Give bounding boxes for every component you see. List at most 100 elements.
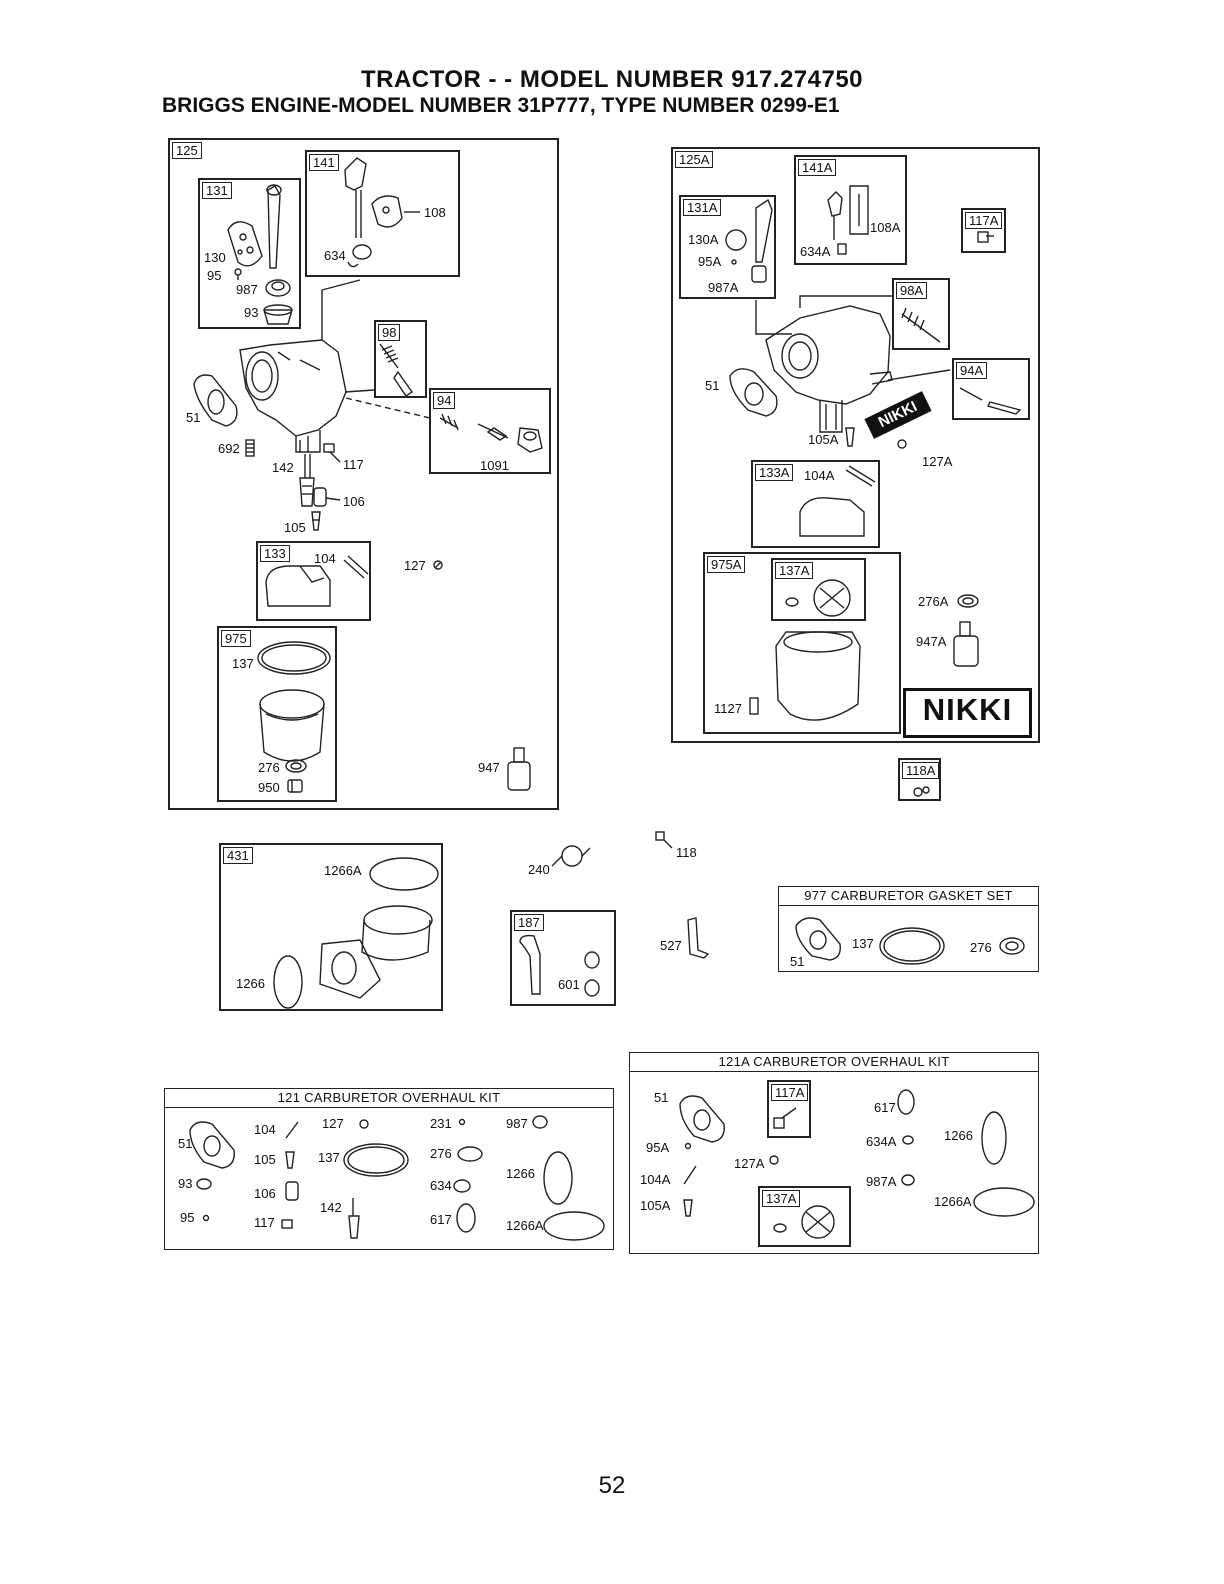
part-label: 127 <box>322 1116 344 1131</box>
part-label: 1127 <box>714 701 742 716</box>
part-label: 947A <box>916 634 947 649</box>
nozzle-142-icon <box>299 454 315 507</box>
bolt-950-icon <box>287 779 303 793</box>
kit-a-seal-634A-icon <box>902 1135 914 1145</box>
kit-gasket-51-icon <box>189 1121 235 1169</box>
group-98-box: 98 <box>374 320 427 398</box>
part-label: 95A <box>698 254 722 269</box>
part-label: 634 <box>324 248 346 263</box>
bracket-527-icon <box>687 917 710 959</box>
part-label: 1266A <box>324 863 362 878</box>
carburetor-body-right-icon <box>755 295 951 433</box>
kit-screw-95-icon <box>202 1214 210 1222</box>
kit-a-screw-95A-icon <box>684 1142 692 1150</box>
part-label: 1091 <box>480 458 509 473</box>
valve-105A-icon <box>845 427 855 447</box>
part-label: 231 <box>430 1116 452 1131</box>
gasket-51A-icon <box>729 368 778 417</box>
part-label: 142 <box>272 460 294 475</box>
gasket-137-icon <box>257 641 331 675</box>
kit-a-screw-127A-icon <box>769 1155 779 1165</box>
group-label: 98A <box>896 282 928 299</box>
gasket-set-137-icon <box>879 927 945 965</box>
float-133-icon <box>265 565 331 607</box>
pin-104A-icon <box>845 465 876 487</box>
overhaul-kit-121-title: 121 CARBURETOR OVERHAUL KIT <box>165 1089 613 1108</box>
throttle-shaft-131-icon <box>266 184 282 269</box>
group-133A-box: 133A <box>751 460 880 548</box>
group-label: 133A <box>755 464 794 481</box>
group-label: 131A <box>683 199 722 216</box>
group-94-box: 94 <box>429 388 551 474</box>
pin-104-icon <box>343 555 369 579</box>
kit-pin-104-icon <box>285 1121 299 1139</box>
part-label: 617 <box>430 1212 452 1227</box>
screw-127A-icon <box>897 439 907 449</box>
part-label: 137 <box>232 656 254 671</box>
seal-634A-icon <box>837 243 847 255</box>
kit-screw-127-icon <box>359 1119 369 1129</box>
group-label: 117A <box>771 1084 809 1101</box>
throttle-shaft-131A-icon <box>755 198 773 263</box>
float-133A-icon <box>799 497 865 537</box>
seal-137A-icon <box>785 579 851 617</box>
group-117A-kit-box: 117A <box>767 1080 811 1138</box>
kit-o-ring-1266-icon <box>543 1151 573 1205</box>
part-label: 106 <box>254 1186 276 1201</box>
spring-692-icon <box>245 439 255 457</box>
cap-1091-icon <box>517 427 543 453</box>
gasket-51-icon <box>193 374 238 427</box>
part-label: 93 <box>178 1176 193 1191</box>
choke-shaft-141A-icon <box>827 191 843 240</box>
gasket-set-276-icon <box>999 937 1025 955</box>
gasket-set-title: 977 CARBURETOR GASKET SET <box>779 887 1038 906</box>
screw-1127-icon <box>749 697 759 715</box>
choke-shaft-141-icon <box>344 157 367 238</box>
group-98A-box: 98A <box>892 278 950 350</box>
group-label: 98 <box>378 324 401 341</box>
part-label: 106 <box>343 494 365 509</box>
part-label: 987A <box>708 280 739 295</box>
part-label: 142 <box>320 1200 342 1215</box>
o-ring-1266A-icon <box>369 857 439 891</box>
part-label: 51 <box>790 954 805 969</box>
gasket-set-box: 977 CARBURETOR GASKET SET <box>778 886 1039 972</box>
overhaul-kit-121A-box: 121A CARBURETOR OVERHAUL KIT <box>629 1052 1039 1254</box>
group-137A-kit-box: 137A <box>758 1186 851 1247</box>
group-label: 975 <box>221 630 251 647</box>
kit-a-screw-117A-icon <box>773 1107 797 1129</box>
part-label: 634A <box>800 244 831 259</box>
group-117A-box: 117A <box>961 208 1006 253</box>
part-label: 634 <box>430 1178 452 1193</box>
screw-95-icon <box>234 268 242 280</box>
nikki-label: NIKKI <box>903 688 1032 738</box>
part-label: 276A <box>918 594 949 609</box>
kit-a-o-ring-1266-icon <box>981 1111 1007 1165</box>
part-label: 51 <box>178 1136 193 1151</box>
nut-118A-icon <box>913 786 930 797</box>
kit-a-seal-987A-icon <box>901 1174 915 1186</box>
part-label: 1266 <box>944 1128 973 1143</box>
part-label: 95 <box>180 1210 195 1225</box>
kit-o-ring-1266A-icon <box>543 1211 605 1241</box>
part-label: 51 <box>654 1090 669 1105</box>
kit-nozzle-142-icon <box>348 1198 360 1239</box>
group-133-box: 133 <box>256 541 371 621</box>
part-label: 1266 <box>506 1166 535 1181</box>
group-141A-box: 141A <box>794 155 907 265</box>
group-131A-box: 131A <box>679 195 776 299</box>
part-label: 104 <box>314 551 336 566</box>
throttle-plate-130A-icon <box>725 229 747 251</box>
page-subtitle: BRIGGS ENGINE-MODEL NUMBER 31P777, TYPE … <box>162 94 840 117</box>
gasket-set-51-icon <box>795 917 841 961</box>
kit-washer-276-icon <box>457 1146 483 1162</box>
kit-gasket-137-icon <box>343 1143 409 1177</box>
part-label: 118 <box>676 845 697 860</box>
part-label: 130A <box>688 232 719 247</box>
choke-plate-108-icon <box>371 195 420 228</box>
clamp-601-icon <box>584 951 600 997</box>
group-94A-box: 94A <box>952 358 1030 420</box>
part-label: 240 <box>528 862 550 877</box>
kit-a-gasket-51-icon <box>679 1095 725 1143</box>
group-137A-box: 137A <box>771 558 866 621</box>
